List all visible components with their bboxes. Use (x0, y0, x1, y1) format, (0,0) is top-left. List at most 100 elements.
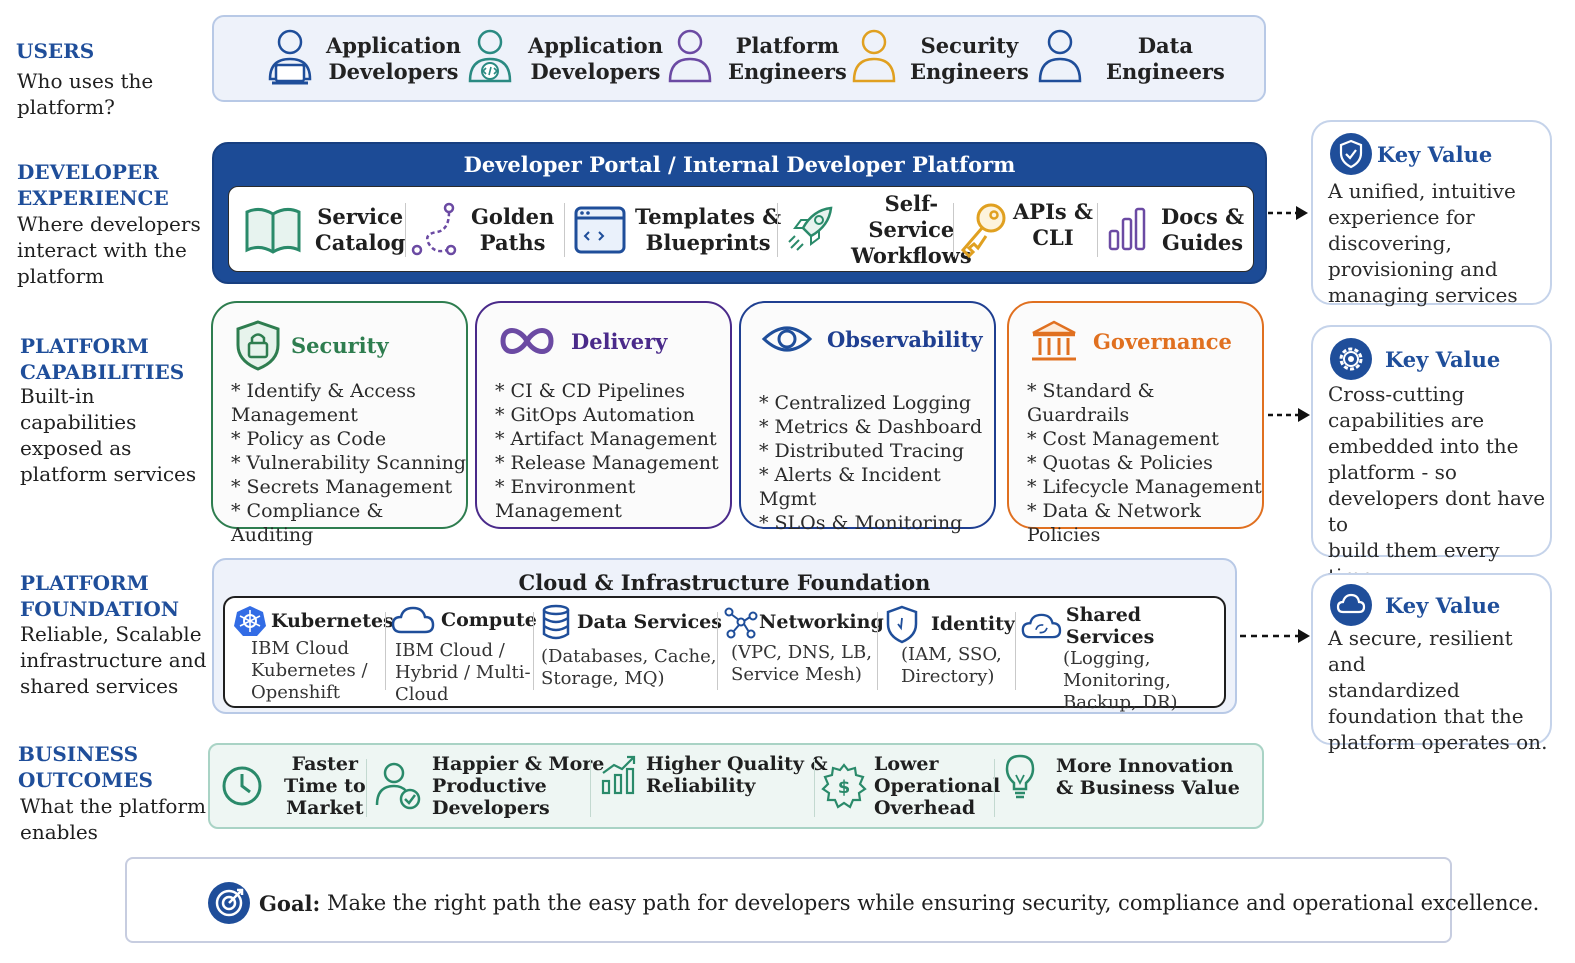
arrow-portal-to-key-value (1268, 206, 1308, 220)
arrow-foundation-to-key-value (1240, 629, 1310, 643)
portal-item-label: Templates &Blueprints (635, 204, 782, 255)
portal-item-label: Docs &Guides (1161, 204, 1245, 255)
outcome-label: More Innovation& Business Value (1056, 755, 1240, 799)
shield-check-icon (1330, 133, 1372, 175)
shield-lock-icon (236, 320, 280, 371)
portal-item-templates[interactable]: Templates &Blueprints (573, 195, 781, 265)
user-icon (668, 29, 712, 83)
growth-chart-icon (601, 755, 636, 795)
key-value-title: Key Value (1377, 141, 1493, 167)
capability-header: Delivery (497, 319, 667, 363)
foundation-item-desc: (IAM, SSO,Directory) (901, 644, 1002, 687)
portal-item-label: APIs &CLI (1013, 199, 1094, 250)
outcome-more-innovation: More Innovation& Business Value (1004, 753, 1240, 801)
key-icon (960, 203, 1006, 259)
foundation-item-desc: (VPC, DNS, LB,Service Mesh) (731, 642, 872, 685)
infinity-icon (500, 328, 554, 354)
portal-item-docs-guides[interactable]: Docs &Guides (1107, 195, 1244, 265)
dollar-gear-icon: $ (821, 763, 867, 809)
foundation-title: Cloud & Infrastructure Foundation (518, 570, 931, 595)
capability-title: Security (291, 332, 389, 358)
kubernetes-icon (234, 606, 266, 636)
capability-governance: Governance * Standard & Guardrails* Cost… (1007, 301, 1264, 546)
goal-panel: Goal: Make the right path the easy path … (125, 857, 1539, 943)
capability-delivery: Delivery * CI & CD Pipelines* GitOps Aut… (475, 301, 732, 529)
capability-header: Observability (761, 319, 983, 359)
foundation-item-compute: Compute IBM Cloud /Hybrid / Multi-Cloud (391, 604, 537, 706)
foundation-item-data-services: Data Services (Databases, Cache,Storage,… (541, 604, 722, 690)
divider (777, 203, 778, 257)
outcome-higher-quality: Higher Quality &Reliability (600, 753, 828, 797)
bar-chart-icon (1108, 207, 1146, 251)
laptop-user-icon (268, 29, 312, 85)
capability-title: Governance (1093, 328, 1232, 354)
divider (564, 203, 565, 257)
gear-icon (1330, 338, 1372, 380)
network-icon (724, 607, 758, 639)
user-icon (1038, 29, 1082, 83)
book-icon (245, 207, 301, 254)
template-icon (574, 206, 626, 254)
clock-icon (222, 766, 262, 806)
target-icon (208, 882, 250, 924)
divider (405, 203, 406, 257)
user-icon (852, 29, 896, 83)
path-icon (411, 202, 457, 256)
eye-icon (761, 326, 813, 352)
foundation-item-name: Networking (759, 611, 884, 633)
cloud-icon (391, 606, 435, 634)
divider (1097, 203, 1098, 257)
divider (1015, 612, 1016, 690)
divider (717, 612, 718, 690)
foundation-item-networking: Networking (VPC, DNS, LB,Service Mesh) (723, 604, 884, 686)
capability-observability: Observability * Centralized Logging* Met… (739, 301, 996, 534)
arrow-capabilities-to-key-value (1268, 408, 1310, 422)
cloud-icon (1330, 584, 1372, 626)
cloud-sync-icon (1021, 613, 1062, 639)
divider (814, 759, 815, 817)
user-check-icon (375, 762, 421, 810)
capability-title: Observability (827, 326, 983, 352)
lightbulb-icon (1005, 754, 1035, 799)
building-icon (1032, 320, 1076, 361)
divider (590, 759, 591, 817)
portal-item-apis-cli[interactable]: APIs &CLI (957, 195, 1093, 265)
foundation-item-name: Kubernetes (271, 610, 394, 632)
foundation-item-desc: (Logging,Monitoring,Backup, DR) (1063, 648, 1178, 713)
capability-header: Security (233, 319, 389, 371)
portal-title: Developer Portal / Internal Developer Pl… (463, 152, 1016, 177)
divider (877, 612, 878, 690)
key-value-header: Key Value (1329, 132, 1492, 176)
